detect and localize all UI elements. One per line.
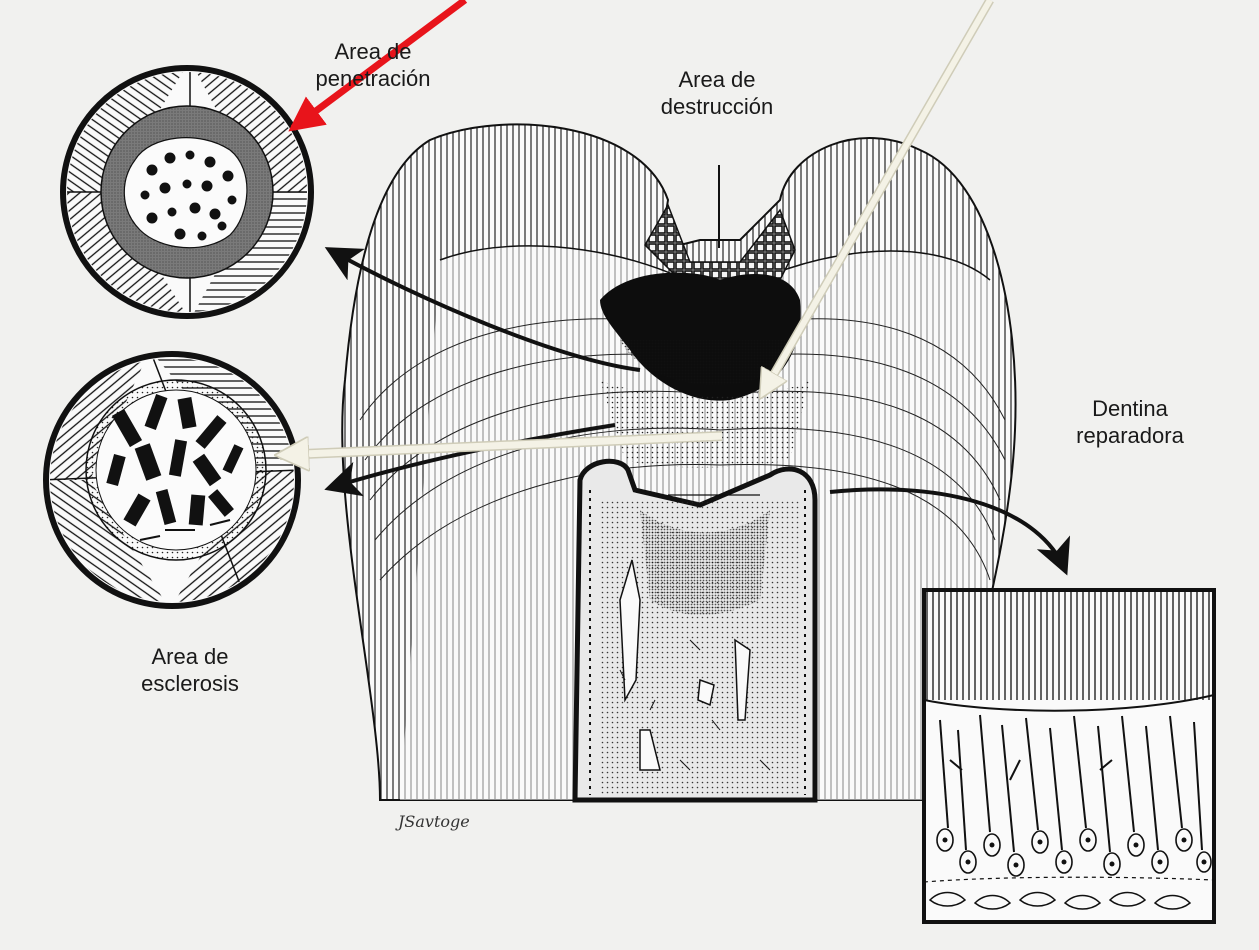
artist-signature: JSavtoge: [398, 812, 470, 831]
sclerosis-detail-circle: [40, 350, 300, 610]
label-area-esclerosis: Area de esclerosis: [90, 643, 290, 697]
label-dentina-reparadora-line2: reparadora: [1035, 422, 1225, 449]
label-area-esclerosis-line1: Area de: [90, 643, 290, 670]
reparative-dentin-detail: [924, 590, 1214, 922]
label-area-destruccion-line2: destrucción: [612, 93, 822, 120]
pulp-chamber: [575, 461, 815, 800]
label-area-destruccion-line1: Area de: [612, 66, 822, 93]
label-area-penetracion: Area de penetración: [268, 38, 478, 92]
label-dentina-reparadora: Dentina reparadora: [1035, 395, 1225, 449]
label-area-penetracion-line1: Area de: [268, 38, 478, 65]
label-area-destruccion: Area de destrucción: [612, 66, 822, 120]
label-area-esclerosis-line2: esclerosis: [90, 670, 290, 697]
label-area-penetracion-line2: penetración: [268, 65, 478, 92]
penetration-detail-circle: [60, 60, 320, 320]
label-dentina-reparadora-line1: Dentina: [1035, 395, 1225, 422]
